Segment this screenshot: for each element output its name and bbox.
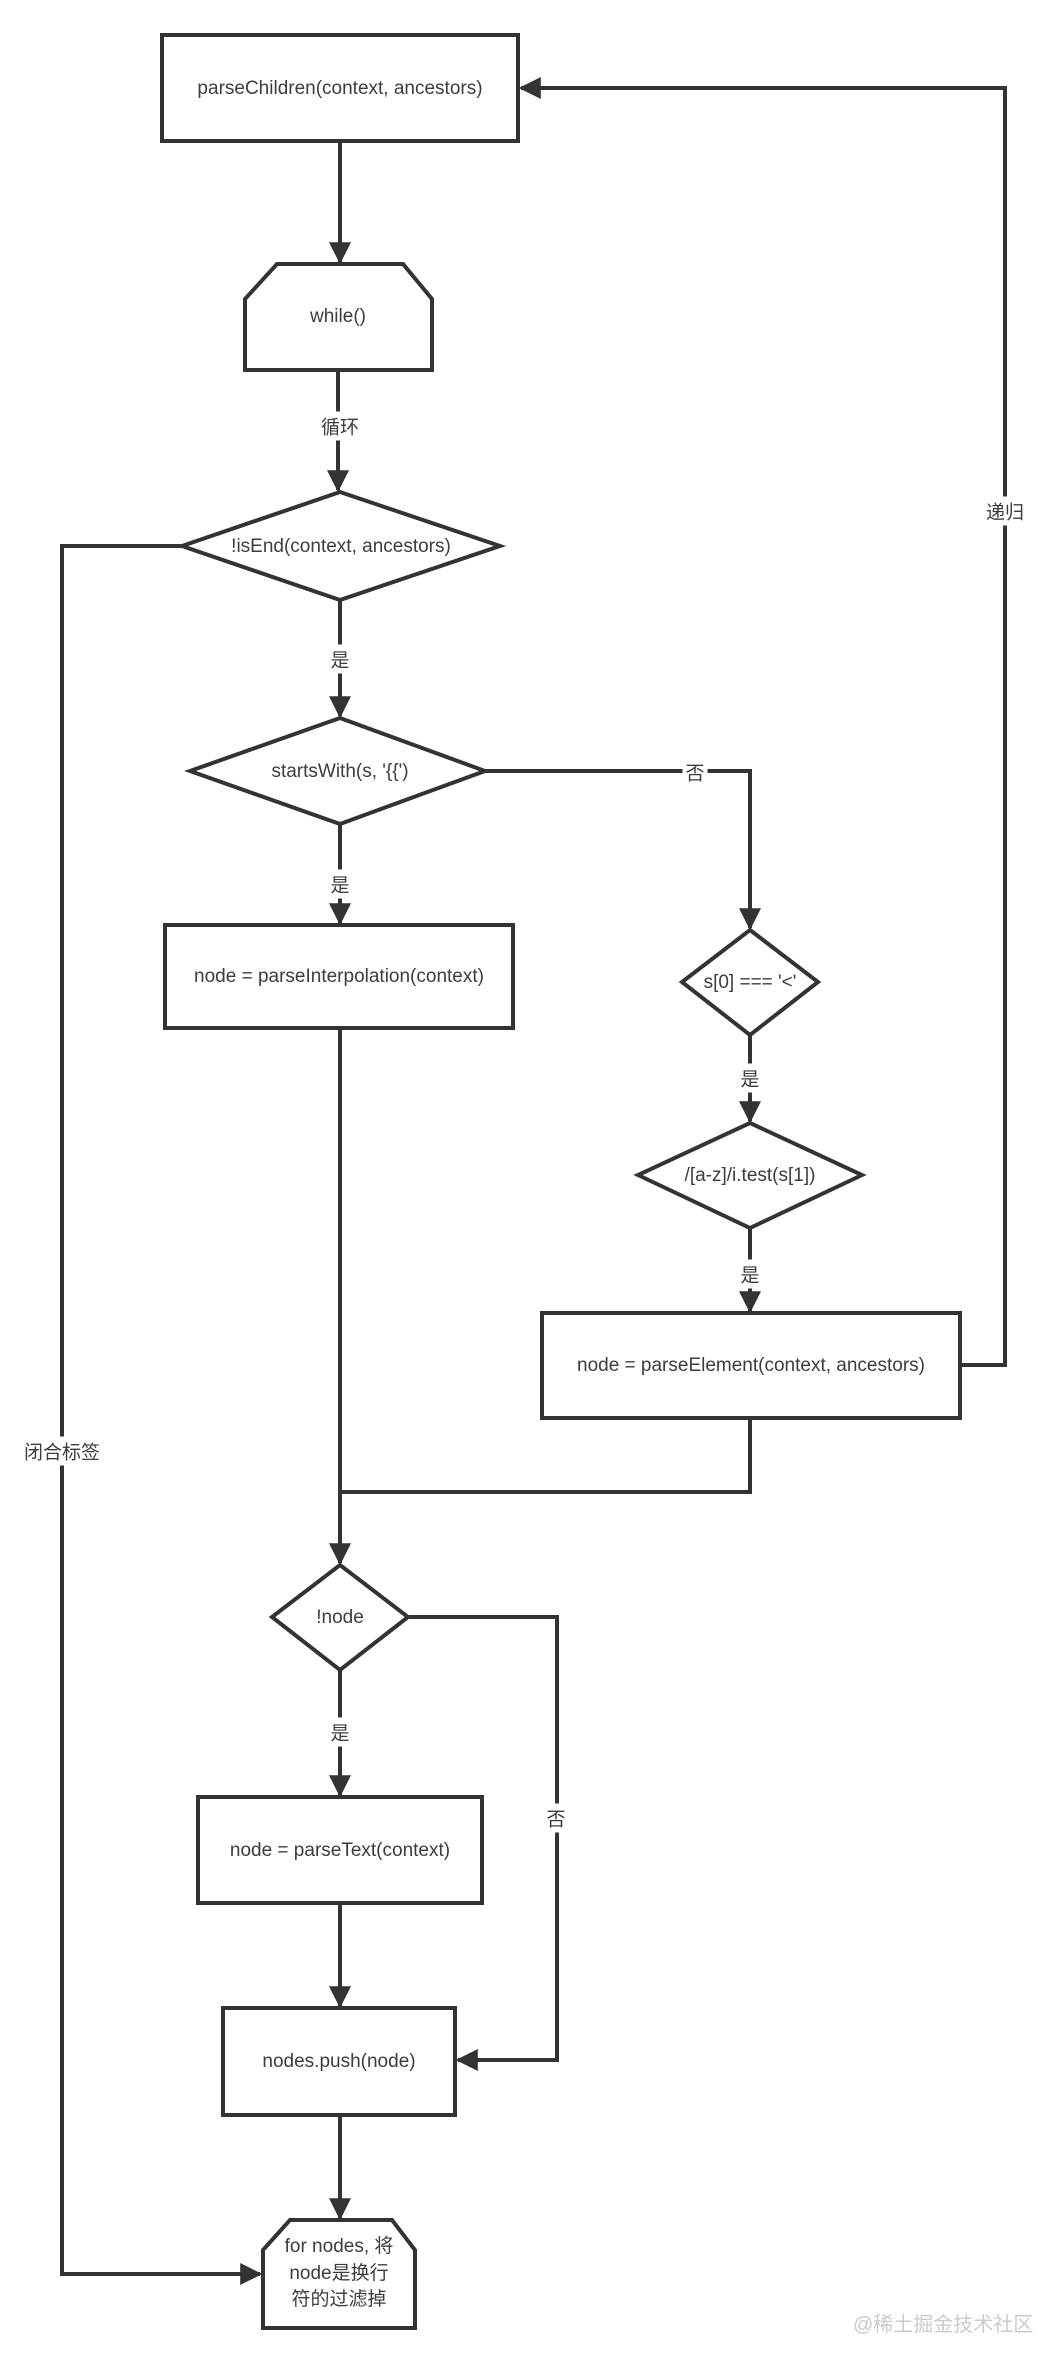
edge-label-yes-tagnamecheck: 是 (737, 1259, 763, 1289)
starts-with-label: startsWith(s, '{{') (271, 761, 409, 783)
filter-newline-line-2: node是换行 (289, 2262, 389, 2284)
edge-label-no-notnode: 否 (543, 1803, 569, 1833)
tag-name-check-label: /[a-z]/i.test(s[1]) (684, 1165, 816, 1187)
edge-label-yes-charcheck: 是 (737, 1063, 763, 1093)
parse-interpolation-box (163, 923, 515, 1030)
edge-label-closing-tag: 闭合标签 (20, 1436, 104, 1466)
filter-newline-line-1: for nodes, 将 (284, 2236, 394, 2258)
edge-closingtag-to-filter (60, 544, 263, 2285)
nodes-push-label: nodes.push(node) (262, 2051, 416, 2073)
parse-text-box (196, 1795, 484, 1905)
is-end-diamond (175, 489, 507, 603)
filter-newline-label: for nodes, 将 node是换行 符的过滤掉 (285, 2234, 394, 2314)
edge-startswith-no-to-charcheck (485, 769, 761, 931)
edge-label-recursion: 递归 (982, 496, 1028, 526)
juejin-watermark: @稀土掘金技术社区 (853, 2314, 1034, 2336)
while-loop-label: while() (310, 306, 366, 328)
char-check-diamond (678, 927, 822, 1038)
parse-text-label: node = parseText(context) (229, 1840, 451, 1862)
filter-newline-line-3: 符的过滤掉 (291, 2289, 387, 2311)
filter-newline-shape (261, 2218, 417, 2330)
edge-notnode-no-to-nodespush (408, 1615, 559, 2071)
parse-element-label: node = parseElement(context, ancestors) (577, 1355, 925, 1377)
parse-children-box (160, 33, 520, 143)
while-loop-shape (243, 262, 434, 372)
char-check-label: s[0] === '<' (703, 972, 797, 994)
not-node-label: !node (316, 1607, 364, 1629)
edge-recursion-to-parsechildren (518, 77, 1007, 1367)
parse-interpolation-label: node = parseInterpolation(context) (194, 966, 484, 988)
not-node-diamond (268, 1562, 412, 1673)
edge-label-loop: 循环 (317, 411, 363, 441)
edge-label-yes-notnode: 是 (327, 1717, 353, 1747)
nodes-push-box (221, 2006, 457, 2117)
edge-label-no-startswith: 否 (682, 757, 708, 787)
edge-label-yes-startswith: 是 (327, 869, 353, 899)
starts-with-diamond (183, 715, 491, 827)
tag-name-check-diamond (633, 1120, 867, 1231)
is-end-label: !isEnd(context, ancestors) (231, 536, 451, 558)
parse-children-label: parseChildren(context, ancestors) (197, 78, 483, 100)
parse-element-box (540, 1311, 962, 1420)
edge-parseelement-merge (340, 1418, 752, 1494)
edge-label-yes-isend: 是 (327, 644, 353, 674)
